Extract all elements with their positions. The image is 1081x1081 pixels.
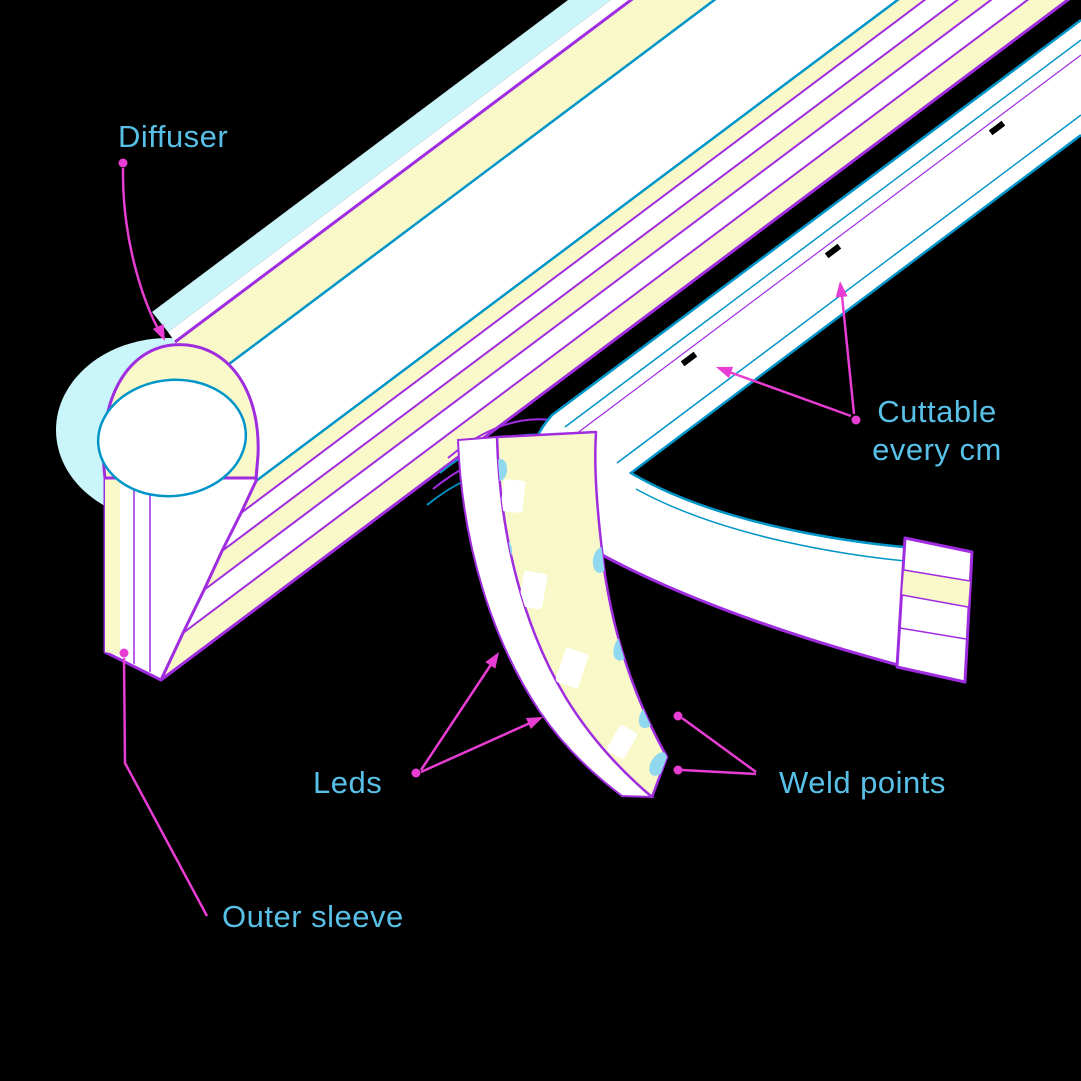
leader-dot (851, 415, 861, 425)
callout-outer-sleeve (119, 648, 209, 917)
arrowhead-icon (525, 717, 543, 729)
led-chips (500, 479, 638, 759)
led-chip (518, 570, 548, 610)
label-outer-sleeve: Outer sleeve (222, 899, 404, 934)
leader-dot (673, 765, 683, 775)
callout-weld-points (673, 711, 757, 776)
bent-sleeve (528, 18, 1081, 684)
arrowhead-icon (716, 366, 734, 379)
diffuser-cavity (96, 378, 248, 498)
leader-dot (119, 648, 129, 658)
arrowhead-icon (485, 652, 499, 669)
leader-dot (411, 768, 421, 778)
cross-section (96, 343, 260, 682)
weld-pad (497, 459, 508, 481)
leader-dot (118, 158, 128, 168)
label-weld-points: Weld points (779, 765, 946, 800)
cut-mark (680, 351, 698, 367)
callout-cuttable (716, 281, 861, 425)
label-cuttable: Cuttable every cm (872, 394, 1002, 467)
arrowhead-icon (152, 323, 165, 341)
callout-diffuser (118, 158, 165, 341)
cut-marks (680, 120, 1006, 367)
tube-body-layers (160, 0, 1071, 682)
leader-dot (673, 711, 683, 721)
arrowhead-icon (835, 281, 848, 298)
sleeve-end-face (895, 536, 974, 684)
callouts (118, 158, 861, 917)
led-chip (555, 647, 589, 689)
callout-leds (411, 652, 543, 778)
label-leds: Leds (313, 765, 383, 800)
cut-mark (988, 120, 1006, 136)
diffuser-band (205, 0, 898, 481)
led-chip (606, 725, 638, 759)
label-diffuser: Diffuser (118, 119, 229, 154)
led-chip (500, 479, 526, 513)
cut-mark (824, 243, 842, 259)
